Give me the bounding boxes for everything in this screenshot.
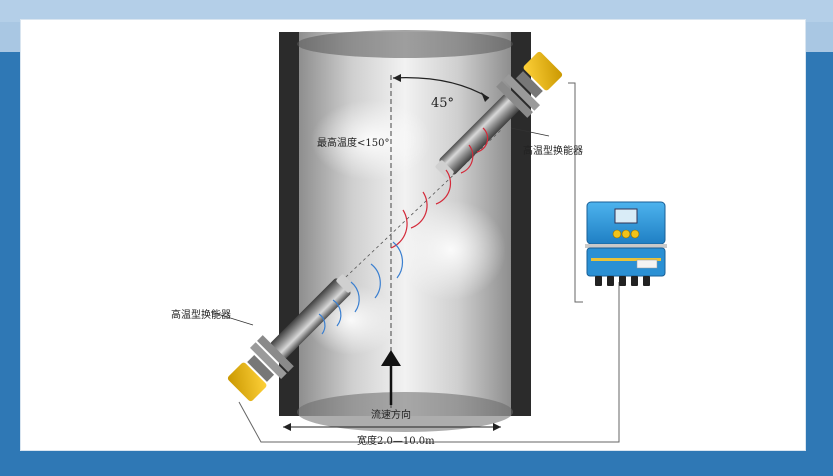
angle-arrowhead-right — [481, 92, 489, 102]
cable-top — [568, 82, 583, 303]
width-arrow-right — [493, 423, 501, 431]
transducer-bottom — [227, 274, 355, 402]
leader-line-bottom — [210, 311, 254, 326]
smoke-wisp — [396, 200, 506, 300]
cable-bottom — [238, 282, 620, 443]
meter-display — [614, 208, 638, 224]
cable-glands — [595, 276, 650, 286]
transducer-top — [435, 51, 563, 179]
ultrasonic-flowmeter-diagram — [210, 30, 667, 443]
meter-button — [621, 229, 631, 239]
flow-direction-label: 流速方向 — [371, 410, 411, 421]
leader-line-top — [510, 127, 550, 137]
width-label: 宽度2.0—10.0m — [357, 436, 435, 447]
angle-label: 45° — [431, 96, 455, 111]
flow-arrow-head — [381, 350, 401, 366]
width-arrow-left — [283, 423, 291, 431]
duct-wall-right — [511, 32, 531, 416]
duct-top-opening — [297, 30, 513, 58]
duct-bottom-opening — [297, 392, 513, 432]
transducer-bottom-label: 高温型换能器 — [171, 310, 231, 321]
flow-meter-converter — [585, 201, 667, 286]
angle-arc — [392, 77, 490, 99]
meter-button — [630, 229, 640, 239]
meter-button — [612, 229, 622, 239]
meter-nameplate — [636, 259, 658, 269]
transducer-top-label: 高温型换能器 — [523, 146, 583, 157]
smoke-wisp — [311, 100, 431, 180]
max-temperature-label: 最高温度<150° — [317, 138, 390, 149]
top-band — [0, 0, 833, 22]
signal-waves-blue — [318, 241, 404, 335]
diagram-canvas: 45° 最高温度<150° 高温型换能器 高温型换能器 流速方向 宽度2.0—1… — [21, 20, 805, 450]
signal-waves-red — [390, 127, 489, 249]
angle-arrowhead-left — [393, 74, 401, 82]
